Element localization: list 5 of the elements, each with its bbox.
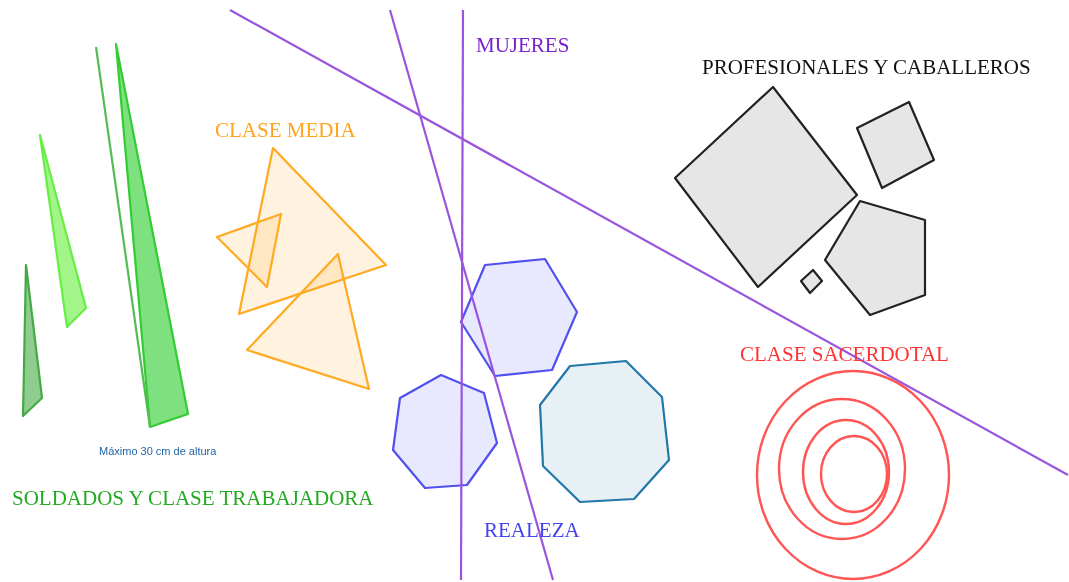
class-heading: CLASE MEDIA [215, 118, 356, 143]
height-note: Máximo 30 cm de altura [99, 445, 217, 458]
class-heading: PROFESIONALES Y CABALLEROS [702, 55, 1031, 80]
class-heading: SOLDADOS Y CLASE TRABAJADORA [12, 486, 374, 511]
class-heading: MUJERES [476, 33, 570, 58]
